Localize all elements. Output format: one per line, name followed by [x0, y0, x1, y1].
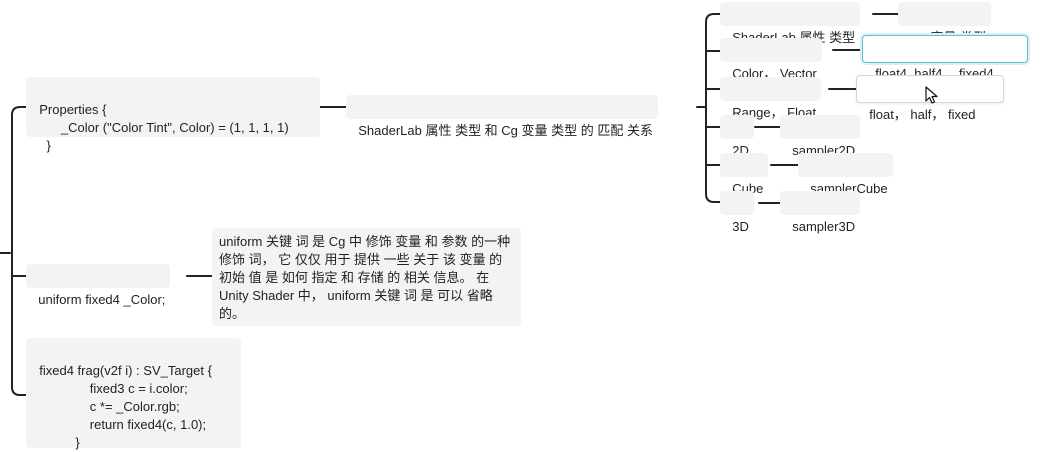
- shaderlab-range-float-node[interactable]: Range， Float: [720, 77, 822, 120]
- cg-type-header-node[interactable]: Cg 变量 类型: [898, 2, 992, 45]
- uniform-note-text: uniform 关键 词 是 Cg 中 修饰 变量 和 参数 的一种 修饰 词，…: [219, 234, 511, 321]
- properties-code: Properties { _Color ("Color Tint", Color…: [39, 102, 289, 153]
- mapping-title-text: ShaderLab 属性 类型 和 Cg 变量 类型 的 匹配 关系: [358, 123, 653, 138]
- mapping-title-node[interactable]: ShaderLab 属性 类型 和 Cg 变量 类型 的 匹配 关系: [346, 95, 658, 138]
- properties-node[interactable]: Properties { _Color ("Color Tint", Color…: [26, 77, 320, 153]
- shaderlab-type-header-node[interactable]: ShaderLab 属性 类型: [720, 2, 861, 45]
- cg-float4-half4-fixed4-node[interactable]: float4, half4， fixed4: [862, 35, 1028, 81]
- shaderlab-cube-node[interactable]: Cube: [720, 153, 769, 196]
- cg-sampler2d-node[interactable]: sampler2D: [780, 115, 861, 158]
- cg-float-half-fixed-text: float， half， fixed: [869, 107, 976, 122]
- uniform-declaration-text: uniform fixed4 _Color;: [38, 292, 166, 307]
- shaderlab-3d-text: 3D: [732, 219, 749, 234]
- uniform-note-node[interactable]: uniform 关键 词 是 Cg 中 修饰 变量 和 参数 的一种 修饰 词，…: [212, 228, 521, 326]
- cg-float-half-fixed-node[interactable]: float， half， fixed: [856, 75, 1004, 122]
- frag-function-code: fixed4 frag(v2f i) : SV_Target { fixed3 …: [39, 363, 212, 450]
- mouse-cursor-icon: [925, 86, 938, 104]
- shaderlab-3d-node[interactable]: 3D: [720, 191, 754, 234]
- cg-sampler3d-node[interactable]: sampler3D: [780, 191, 861, 234]
- shaderlab-2d-node[interactable]: 2D: [720, 115, 754, 158]
- frag-function-node[interactable]: fixed4 frag(v2f i) : SV_Target { fixed3 …: [26, 338, 241, 450]
- uniform-declaration-node[interactable]: uniform fixed4 _Color;: [26, 264, 171, 307]
- shaderlab-color-vector-node[interactable]: Color， Vector: [720, 38, 822, 81]
- cg-sampler3d-text: sampler3D: [792, 219, 856, 234]
- cg-samplercube-node[interactable]: samplerCube: [798, 153, 893, 196]
